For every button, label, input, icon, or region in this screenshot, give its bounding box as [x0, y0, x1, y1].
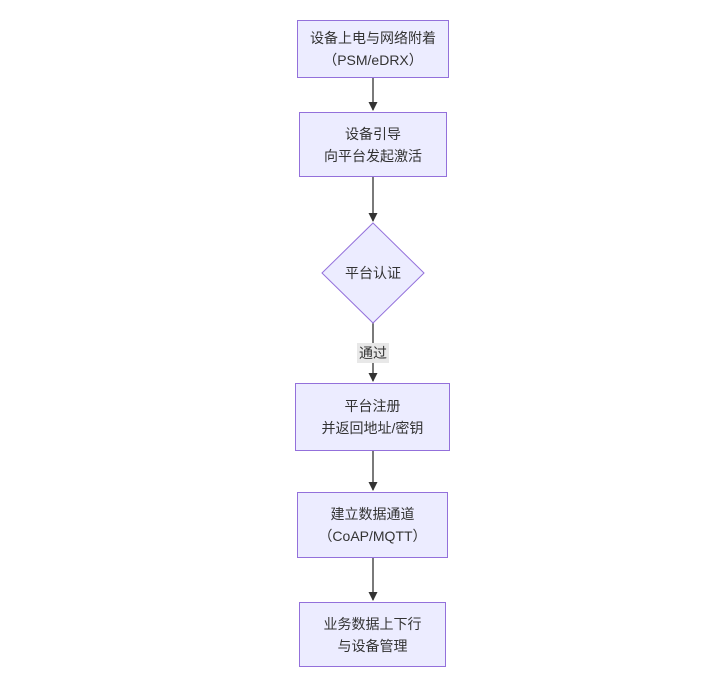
decision-diamond-shape: [321, 222, 425, 324]
node-platform-auth-label: 平台认证: [345, 265, 401, 281]
edge-label-pass: 通过: [357, 343, 389, 363]
node-label-line: 建立数据通道: [330, 506, 415, 522]
node-label-line: （CoAP/MQTT）: [318, 528, 427, 544]
node-label-line: 业务数据上下行: [323, 615, 422, 632]
node-bootstrap: 设备引导 向平台发起激活: [299, 112, 447, 177]
node-label-line: 平台注册: [344, 398, 401, 414]
node-label-line: 并返回地址/密钥: [321, 420, 424, 436]
node-label-line: 设备上电与网络附着: [310, 30, 436, 46]
node-data-channel: 建立数据通道 （CoAP/MQTT）: [297, 492, 448, 558]
node-label-line: 向平台发起激活: [324, 147, 422, 164]
node-label-line: 设备引导: [345, 125, 401, 142]
node-platform-register: 平台注册 并返回地址/密钥: [295, 383, 450, 451]
node-power-attach: 设备上电与网络附着 （PSM/eDRX）: [297, 20, 449, 78]
node-business-data: 业务数据上下行 与设备管理: [299, 602, 446, 667]
node-label-line: （PSM/eDRX）: [323, 52, 423, 68]
node-label-line: 与设备管理: [337, 637, 408, 654]
